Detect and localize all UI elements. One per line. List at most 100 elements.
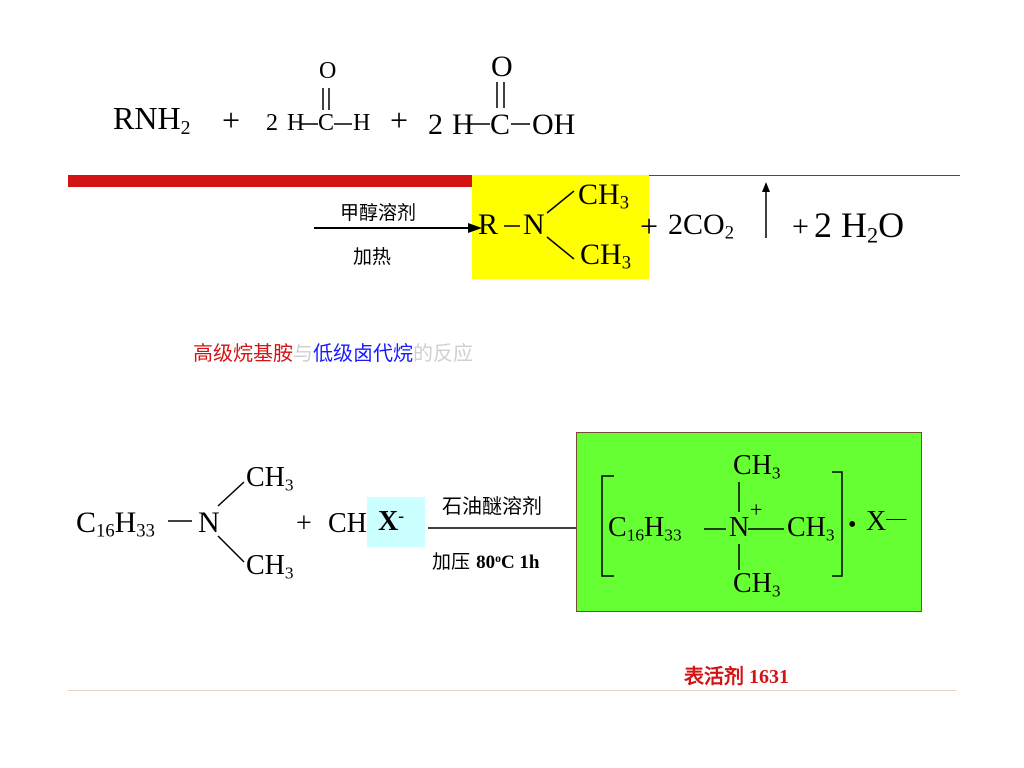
product-r: R xyxy=(478,208,499,241)
gas-arrow-head xyxy=(762,182,770,192)
bond-line xyxy=(217,481,245,507)
product2-counterion-charge: — xyxy=(886,507,907,529)
product-bonds xyxy=(504,190,575,260)
water-h: H xyxy=(841,205,867,245)
product-ch3-top-sub: 3 xyxy=(619,192,629,214)
product-ch3-bottom-sub: 3 xyxy=(621,252,631,274)
reagent-rnh: RNH xyxy=(113,100,181,136)
product-2-highlight-box xyxy=(576,432,922,612)
product2-ch3-top-ch: CH xyxy=(733,450,772,481)
reagent-rnh2: RNH2 xyxy=(113,100,190,140)
arrow1-top-label: 甲醇溶剂 xyxy=(340,202,417,224)
arrow2-top-label: 石油醚溶剂 xyxy=(442,494,542,518)
product2-ch3-right-ch: CH xyxy=(787,512,826,543)
formic-oh: OH xyxy=(532,108,576,141)
bottom-divider xyxy=(68,690,956,691)
hexadecyl-h: H xyxy=(114,506,137,539)
methyl-ch: CH xyxy=(328,508,367,539)
product2-ch3-right-sub: 3 xyxy=(825,525,835,545)
product-ch3-bottom-ch: CH xyxy=(580,238,622,271)
left-bracket xyxy=(601,475,614,577)
product2-h-sub: 33 xyxy=(664,525,682,545)
formaldehyde-o: O xyxy=(319,58,337,84)
plus-1: + xyxy=(222,102,241,138)
caption-part-3: 低级卤代烷 xyxy=(313,341,413,365)
formaldehyde-coef: 2 xyxy=(266,110,278,136)
arrow1-bottom-label: 加热 xyxy=(353,246,392,268)
arrow2-degree: o xyxy=(495,552,501,566)
section-caption: 高级烷基胺与低级卤代烷的反应 xyxy=(193,337,473,366)
water-coef: 2 xyxy=(814,205,832,245)
red-bar xyxy=(68,175,472,187)
amine-ch3-bottom-ch: CH xyxy=(246,550,285,581)
caption-part-2: 与 xyxy=(293,341,313,365)
arrow2-bottom-label: 加压 80oC 1h xyxy=(432,547,540,574)
co2-formula: CO xyxy=(683,208,725,241)
surfactant-label: 表活剂 1631 xyxy=(684,660,789,689)
caption-part-1: 高级烷基胺 xyxy=(193,341,293,365)
caption-part-4: 的反应 xyxy=(413,341,473,365)
bond-line xyxy=(546,236,575,260)
arrow-head xyxy=(468,223,482,233)
surfactant-label-text: 表活剂 1631 xyxy=(684,666,789,688)
reaction-arrow-1 xyxy=(314,223,482,233)
hexadecyl-group: C16H33 xyxy=(76,506,155,543)
product2-dot: • xyxy=(848,512,857,538)
gas-evolution-arrow xyxy=(762,182,770,238)
amine-ch3-top-sub: 3 xyxy=(284,475,294,495)
formaldehyde-h2: H xyxy=(353,110,371,136)
product2-ch3-bottom: CH3 xyxy=(733,568,781,601)
amine-bonds xyxy=(168,481,245,563)
water-plus: + xyxy=(792,210,809,243)
halide-x: X- xyxy=(378,506,404,538)
product-ch3-top-ch: CH xyxy=(578,178,620,211)
product2-c-sub: 16 xyxy=(626,525,645,545)
product2-n-charge: + xyxy=(750,497,763,522)
product-highlight-box xyxy=(472,175,649,279)
product2-ch3-top-sub: 3 xyxy=(771,463,781,483)
water-sub: 2 xyxy=(867,222,879,248)
reagent-bonds xyxy=(301,82,530,125)
water-o: O xyxy=(878,205,905,245)
amine-ch3-bottom-sub: 3 xyxy=(284,563,294,583)
product2-counterion: X— xyxy=(866,506,906,538)
arrow2-temperature: 80oC 1h xyxy=(476,552,539,573)
product-ch3-top: CH3 xyxy=(578,178,629,215)
co2-term: 2CO2 xyxy=(668,208,734,245)
product2-ch3-right: CH3 xyxy=(787,512,835,545)
arrow2-temp-value: 80 xyxy=(476,552,496,573)
product2-counterion-x: X xyxy=(866,506,887,537)
reaction-arrow-2 xyxy=(428,527,576,529)
plus-2: + xyxy=(390,102,409,138)
product2-ch3-bottom-ch: CH xyxy=(733,568,772,599)
product2-n: N xyxy=(729,512,750,543)
amine-ch3-top-ch: CH xyxy=(246,462,285,493)
co2-plus: + xyxy=(640,208,659,244)
amine-ch3-bottom: CH3 xyxy=(246,550,294,583)
product-n: N xyxy=(523,208,545,241)
red-line xyxy=(472,175,960,176)
product2-ch3-bottom-sub: 3 xyxy=(771,581,781,601)
hexadecyl-c-sub: 16 xyxy=(96,520,115,542)
formic-coef: 2 xyxy=(428,108,443,141)
right-bracket xyxy=(832,471,843,577)
product2-ch3-top: CH3 xyxy=(733,450,781,483)
co2-sub: 2 xyxy=(724,222,734,244)
halide-x-charge: - xyxy=(398,506,405,526)
water-term: 2 H2O xyxy=(814,204,904,249)
bond-line xyxy=(546,190,575,214)
co2-coef: 2 xyxy=(668,208,683,241)
product2-h: H xyxy=(644,512,665,543)
formaldehyde-c: C xyxy=(318,110,335,136)
product2-hexadecyl: C16H33 xyxy=(608,512,682,545)
arrow2-pressure: 加压 xyxy=(432,551,471,573)
reagent-rnh-sub: 2 xyxy=(180,116,191,139)
hexadecyl-h-sub: 33 xyxy=(136,520,155,542)
halide-highlight-box xyxy=(367,497,425,547)
formic-h: H xyxy=(452,108,474,141)
amine-n: N xyxy=(198,506,220,539)
arrow2-time: C 1h xyxy=(500,552,540,573)
hexadecyl-c: C xyxy=(76,506,97,539)
halide-x-letter: X xyxy=(378,506,399,537)
bond-line xyxy=(217,535,245,563)
